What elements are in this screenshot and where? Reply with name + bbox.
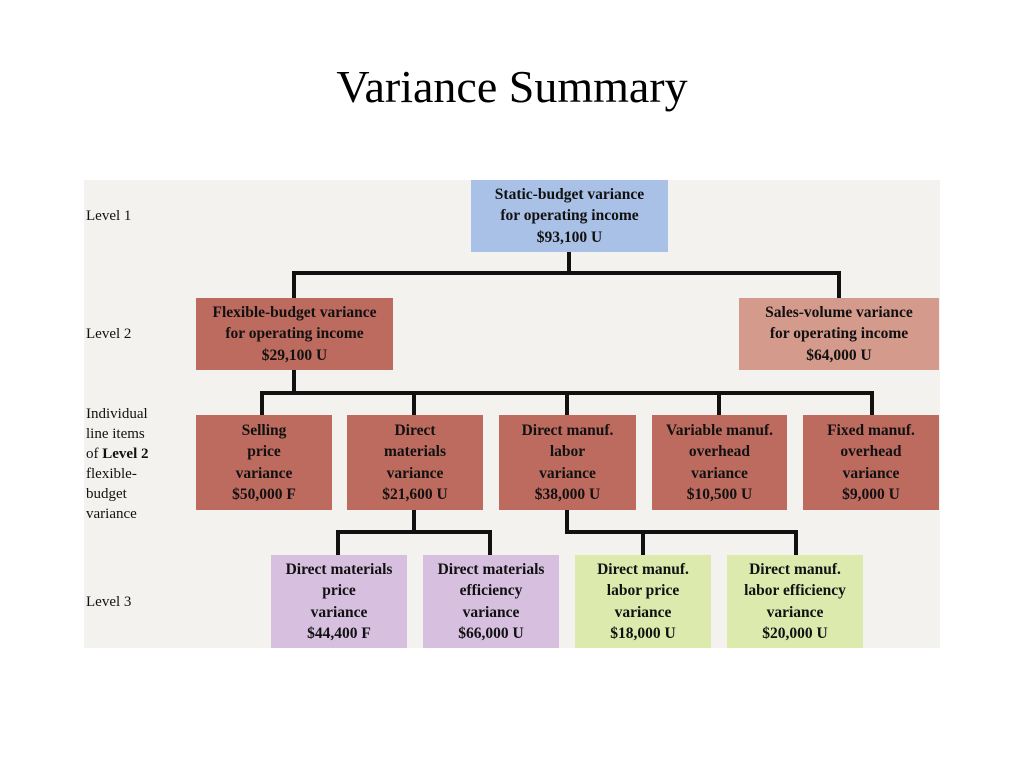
dl-efficiency-variance-box: Direct manuf. labor efficiency variance …	[727, 555, 863, 648]
direct-materials-variance-box: Direct materials variance $21,600 U	[347, 415, 483, 510]
flexible-budget-variance-box: Flexible-budget variance for operating i…	[196, 298, 393, 370]
sales-volume-variance-box: Sales-volume variance for operating inco…	[739, 298, 939, 370]
direct-labor-variance-box: Direct manuf. labor variance $38,000 U	[499, 415, 636, 510]
individual-line-items-label: Individual line items of Level 2 flexibl…	[86, 406, 149, 522]
dm-price-variance-box: Direct materials price variance $44,400 …	[271, 555, 407, 648]
level-2-label: Level 2	[86, 326, 132, 342]
slide-title: Variance Summary	[336, 61, 688, 112]
level-3-label: Level 3	[86, 594, 132, 610]
fixed-overhead-variance-box: Fixed manuf. overhead variance $9,000 U	[803, 415, 939, 510]
level-1-label: Level 1	[86, 208, 132, 224]
dm-efficiency-variance-box: Direct materials efficiency variance $66…	[423, 555, 559, 648]
variable-overhead-variance-box: Variable manuf. overhead variance $10,50…	[652, 415, 787, 510]
selling-price-variance-box: Selling price variance $50,000 F	[196, 415, 332, 510]
dl-price-variance-box: Direct manuf. labor price variance $18,0…	[575, 555, 711, 648]
static-budget-variance-box: Static-budget variance for operating inc…	[471, 180, 668, 252]
